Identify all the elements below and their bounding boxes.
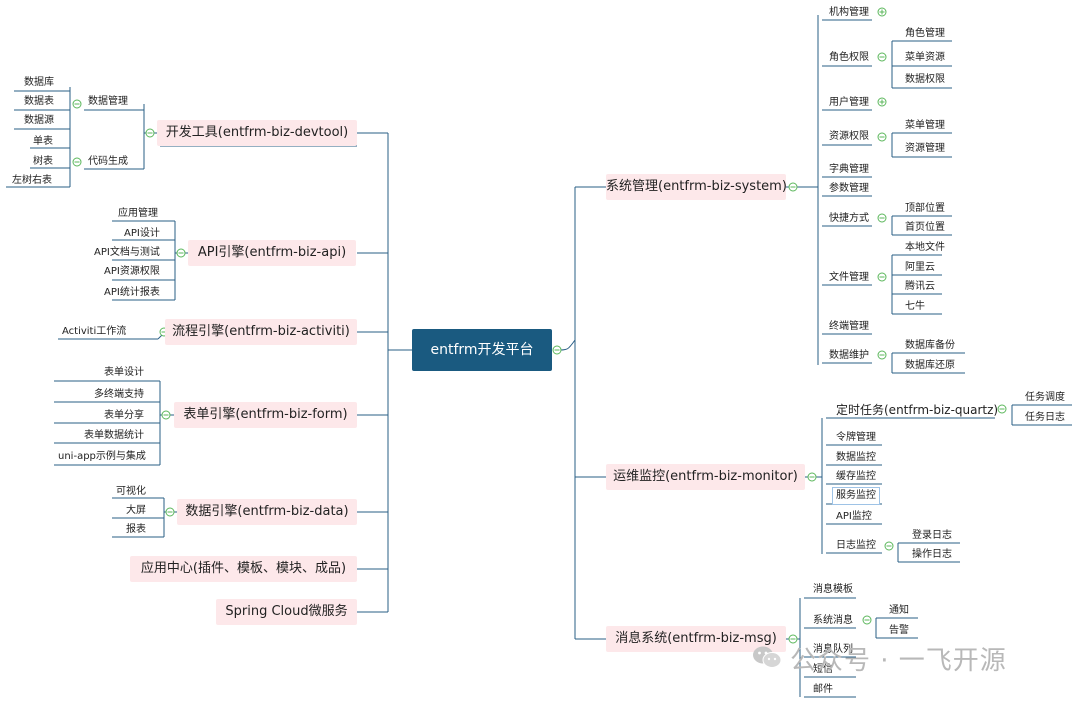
node-db-backup[interactable]: 数据库备份 <box>905 340 955 351</box>
node-uniapp[interactable]: uni-app示例与集成 <box>58 451 146 462</box>
node-report[interactable]: 报表 <box>126 524 146 535</box>
node-api-perm[interactable]: API资源权限 <box>104 266 160 277</box>
node-data-mon[interactable]: 数据监控 <box>836 452 876 463</box>
root-node[interactable]: entfrm开发平台 <box>412 329 552 371</box>
node-task-log[interactable]: 任务日志 <box>1025 412 1065 423</box>
collapse-icon[interactable] <box>884 541 894 551</box>
branch-form[interactable]: 表单引擎(entfrm-biz-form) <box>174 402 357 428</box>
node-msg-tpl[interactable]: 消息模板 <box>813 584 853 595</box>
node-api-doc[interactable]: API文档与测试 <box>94 247 160 258</box>
node-role-mgmt[interactable]: 角色管理 <box>905 28 945 39</box>
node-user[interactable]: 用户管理 <box>829 97 869 108</box>
collapse-icon[interactable] <box>72 157 82 167</box>
node-tencent[interactable]: 腾讯云 <box>905 281 935 292</box>
node-log-mon[interactable]: 日志监控 <box>836 540 876 551</box>
node-qiniu[interactable]: 七牛 <box>905 301 925 312</box>
expand-icon[interactable] <box>877 7 887 17</box>
node-tree-table[interactable]: 树表 <box>33 156 53 167</box>
wechat-icon <box>753 646 782 668</box>
node-big-screen[interactable]: 大屏 <box>126 505 146 516</box>
node-org[interactable]: 机构管理 <box>829 7 869 18</box>
branch-appcenter[interactable]: 应用中心(插件、模板、模块、成品) <box>130 556 357 582</box>
node-sys-msg[interactable]: 系统消息 <box>813 615 853 626</box>
node-visualization[interactable]: 可视化 <box>116 486 146 497</box>
collapse-icon[interactable] <box>877 52 887 62</box>
branch-data[interactable]: 数据引擎(entfrm-biz-data) <box>177 499 357 525</box>
collapse-icon[interactable] <box>145 128 155 138</box>
node-menu-res[interactable]: 菜单资源 <box>905 52 945 63</box>
node-sms[interactable]: 短信 <box>813 664 833 675</box>
node-cache-mon[interactable]: 缓存监控 <box>836 471 876 482</box>
node-db-source[interactable]: 数据源 <box>24 115 54 126</box>
node-home-pos[interactable]: 首页位置 <box>905 222 945 233</box>
collapse-icon[interactable] <box>161 410 171 420</box>
node-form-stats[interactable]: 表单数据统计 <box>84 430 144 441</box>
node-local-file[interactable]: 本地文件 <box>905 242 945 253</box>
node-alarm[interactable]: 告警 <box>889 625 909 636</box>
collapse-icon[interactable] <box>72 99 82 109</box>
node-param[interactable]: 参数管理 <box>829 183 869 194</box>
node-db[interactable]: 数据库 <box>24 77 54 88</box>
node-task-schedule[interactable]: 任务调度 <box>1025 392 1065 403</box>
collapse-icon[interactable] <box>997 404 1007 414</box>
node-left-tree[interactable]: 左树右表 <box>12 175 52 186</box>
node-op-log[interactable]: 操作日志 <box>912 549 952 560</box>
node-db-table[interactable]: 数据表 <box>24 96 54 107</box>
collapse-icon[interactable] <box>552 345 562 355</box>
node-top-pos[interactable]: 顶部位置 <box>905 203 945 214</box>
node-api-design[interactable]: API设计 <box>124 228 160 239</box>
watermark-text: 公众号 · 一飞开源 <box>790 646 1007 676</box>
collapse-icon[interactable] <box>788 182 798 192</box>
collapse-icon[interactable] <box>877 350 887 360</box>
node-data-perm[interactable]: 数据权限 <box>905 74 945 85</box>
branch-activiti[interactable]: 流程引擎(entfrm-biz-activiti) <box>165 319 357 345</box>
branch-monitor[interactable]: 运维监控(entfrm-biz-monitor) <box>606 464 805 490</box>
node-codegen[interactable]: 代码生成 <box>88 156 128 167</box>
collapse-icon[interactable] <box>176 248 186 258</box>
node-quartz[interactable]: 定时任务(entfrm-biz-quartz) <box>836 403 999 417</box>
collapse-icon[interactable] <box>877 272 887 282</box>
node-token[interactable]: 令牌管理 <box>836 432 876 443</box>
collapse-icon[interactable] <box>788 634 798 644</box>
node-db-mgmt[interactable]: 数据管理 <box>88 96 128 107</box>
node-terminal[interactable]: 终端管理 <box>829 321 869 332</box>
collapse-icon[interactable] <box>877 213 887 223</box>
node-queue[interactable]: 消息队列 <box>813 644 853 655</box>
node-maint[interactable]: 数据维护 <box>829 350 869 361</box>
collapse-icon[interactable] <box>877 132 887 142</box>
node-multi-terminal[interactable]: 多终端支持 <box>94 389 144 400</box>
node-api-mon[interactable]: API监控 <box>836 511 872 522</box>
node-single-table[interactable]: 单表 <box>33 136 53 147</box>
node-shortcut[interactable]: 快捷方式 <box>829 213 869 224</box>
expand-icon[interactable] <box>877 97 887 107</box>
node-menu-mgmt[interactable]: 菜单管理 <box>905 120 945 131</box>
node-res-perm[interactable]: 资源权限 <box>829 131 869 142</box>
node-db-restore[interactable]: 数据库还原 <box>905 360 955 371</box>
node-login-log[interactable]: 登录日志 <box>912 530 952 541</box>
node-role-perm[interactable]: 角色权限 <box>829 52 869 63</box>
collapse-icon[interactable] <box>807 472 817 482</box>
branch-msg[interactable]: 消息系统(entfrm-biz-msg) <box>606 626 786 652</box>
branch-cloud[interactable]: Spring Cloud微服务 <box>216 599 357 625</box>
node-file[interactable]: 文件管理 <box>829 272 869 283</box>
node-api-stats[interactable]: API统计报表 <box>104 287 160 298</box>
node-notice[interactable]: 通知 <box>889 605 909 616</box>
node-form-share[interactable]: 表单分享 <box>104 410 144 421</box>
branch-system[interactable]: 系统管理(entfrm-biz-system) <box>606 174 787 200</box>
collapse-icon[interactable] <box>862 615 872 625</box>
node-form-design[interactable]: 表单设计 <box>104 367 144 378</box>
node-res-mgmt[interactable]: 资源管理 <box>905 143 945 154</box>
node-service-mon[interactable]: 服务监控 <box>832 487 880 505</box>
node-aliyun[interactable]: 阿里云 <box>905 262 935 273</box>
collapse-icon[interactable] <box>165 507 175 517</box>
node-activiti-wf[interactable]: Activiti工作流 <box>62 326 127 337</box>
node-dict[interactable]: 字典管理 <box>829 164 869 175</box>
branch-api[interactable]: API引擎(entfrm-biz-api) <box>188 240 356 266</box>
branch-devtool[interactable]: 开发工具(entfrm-biz-devtool) <box>157 120 357 146</box>
node-app-mgmt[interactable]: 应用管理 <box>118 208 158 219</box>
node-mail[interactable]: 邮件 <box>813 684 833 695</box>
